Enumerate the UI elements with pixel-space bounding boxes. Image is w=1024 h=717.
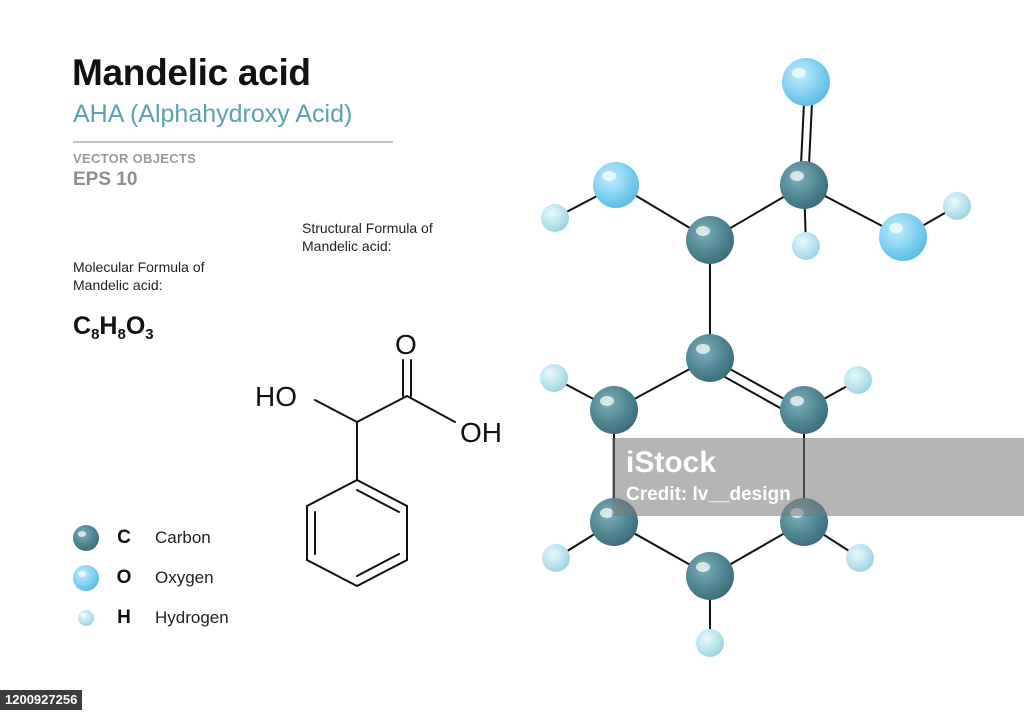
carbon-atom xyxy=(686,552,734,600)
skeletal-ho-label: HO xyxy=(255,381,297,412)
watermark-logo: iStock xyxy=(626,446,717,479)
ring-double-1 xyxy=(356,489,400,513)
atoms xyxy=(540,58,971,657)
hydrogen-atom xyxy=(846,544,874,572)
molecular-formula-label: Molecular Formula of Mandelic acid: xyxy=(73,259,205,293)
carbon-atom xyxy=(590,386,638,434)
molecular-formula: C8H8O3 xyxy=(73,312,154,343)
formula-carbon: C xyxy=(73,312,92,340)
formula-oxygen: O xyxy=(125,312,146,340)
hydrogen-ball-icon xyxy=(78,610,94,626)
oxygen-atom-acid xyxy=(879,213,927,261)
carbon-atom xyxy=(686,216,734,264)
stock-id-badge: 1200927256 xyxy=(0,690,83,710)
watermark-band xyxy=(612,438,1024,516)
carbon-atom xyxy=(780,161,828,209)
ring-double-3 xyxy=(356,553,400,577)
oxygen-atom-hydroxyl xyxy=(593,162,639,208)
legend-symbol: C xyxy=(117,527,131,548)
carbon-ball-icon xyxy=(73,525,99,551)
formula-carbon-count: 8 xyxy=(91,326,100,343)
formula-hydrogen-count: 8 xyxy=(117,326,126,343)
carbon-atom xyxy=(686,334,734,382)
skeletal-o-label: O xyxy=(395,329,417,360)
hydrogen-atom xyxy=(943,192,971,220)
legend-name: Carbon xyxy=(155,528,211,547)
hydrogen-atom xyxy=(542,544,570,572)
oxygen-ball-icon xyxy=(73,565,99,591)
legend-item-hydrogen: H Hydrogen xyxy=(72,604,229,632)
watermark-credit: Credit: lv__design xyxy=(626,484,791,505)
structural-formula-label: Structural Formula of Mandelic acid: xyxy=(302,220,433,254)
bond-ho-calpha xyxy=(314,399,358,423)
hydrogen-atom xyxy=(540,364,568,392)
vector-objects-label: VECTOR OBJECTS xyxy=(73,151,197,166)
eps-label: EPS 10 xyxy=(73,169,138,190)
page-title: Mandelic acid xyxy=(72,52,311,93)
ball-and-stick-model xyxy=(540,58,971,657)
hydrogen-atom xyxy=(792,232,820,260)
hydrogen-atom xyxy=(541,204,569,232)
legend-item-oxygen: O Oxygen xyxy=(72,564,214,592)
page-subtitle: AHA (Alphahydroxy Acid) xyxy=(73,100,353,128)
hydrogen-atom xyxy=(844,366,872,394)
legend-name: Oxygen xyxy=(155,568,214,587)
hydrogen-atom xyxy=(696,629,724,657)
formula-hydrogen: H xyxy=(99,312,118,340)
legend-symbol: O xyxy=(116,567,132,588)
formula-oxygen-count: 3 xyxy=(145,326,154,343)
oxygen-atom-carbonyl xyxy=(782,58,830,106)
structural-formula-diagram: HO O OH xyxy=(255,329,502,588)
bond-ccarbonyl-oh xyxy=(406,395,456,423)
legend-item-carbon: C Carbon xyxy=(72,524,211,552)
bond-calpha-ccarbonyl xyxy=(356,395,408,423)
legend-symbol: H xyxy=(117,607,131,628)
legend-name: Hydrogen xyxy=(155,608,229,627)
carbon-atom xyxy=(780,386,828,434)
header-divider xyxy=(73,141,393,143)
skeletal-oh-label: OH xyxy=(460,417,502,448)
benzene-ring xyxy=(306,478,408,588)
